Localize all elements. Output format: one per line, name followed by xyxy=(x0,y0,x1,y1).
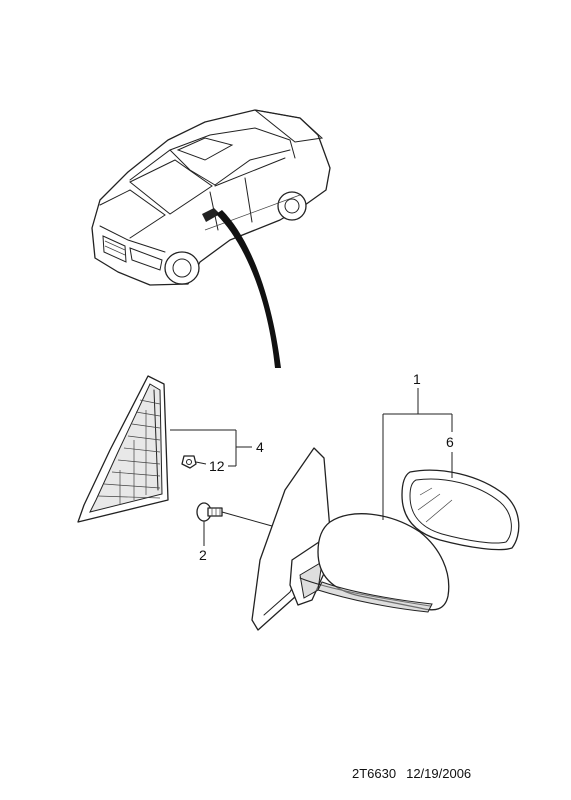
mirror-inner-cover xyxy=(77,375,169,523)
callout-part-4: 4 xyxy=(256,439,264,455)
screw-part-12 xyxy=(181,455,197,469)
drawing-footer: 2T6630 12/19/2006 xyxy=(352,766,481,781)
mirror-glass xyxy=(401,469,520,551)
callout-part-6: 6 xyxy=(446,434,454,450)
drawing-id: 2T6630 xyxy=(352,766,397,781)
vehicle-illustration xyxy=(91,109,331,286)
drawing-date: 12/19/2006 xyxy=(406,766,472,781)
pointer-arrow xyxy=(216,210,281,368)
mirror-assembly xyxy=(251,447,450,631)
callout-part-2: 2 xyxy=(199,547,207,563)
leader-lines xyxy=(170,388,453,546)
callout-part-1: 1 xyxy=(413,371,421,387)
callout-part-12: 12 xyxy=(209,458,225,474)
bolt-part-2 xyxy=(196,502,223,522)
